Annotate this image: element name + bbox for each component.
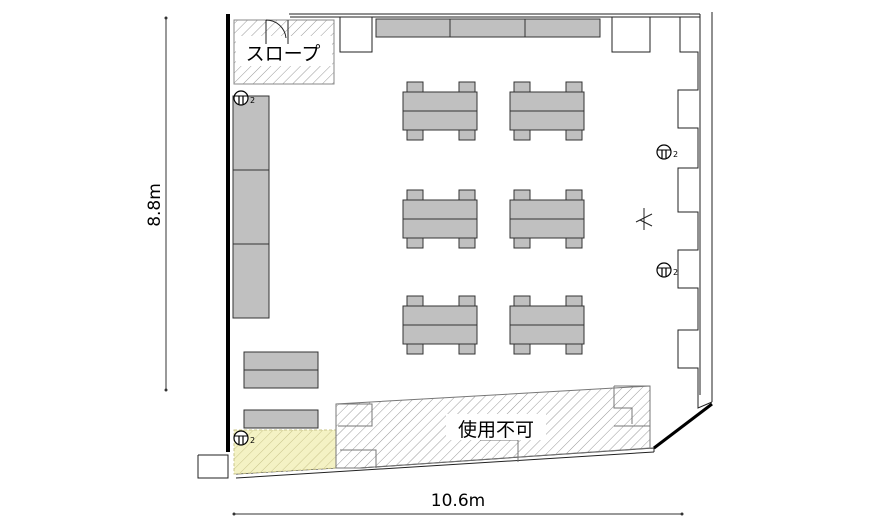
unusable-label: 使用不可 [458, 419, 534, 441]
unusable-area: 使用不可 [335, 385, 651, 469]
table-set [402, 295, 478, 355]
chair [513, 237, 531, 249]
outlet-icon: 2 [656, 262, 678, 278]
chair [565, 81, 583, 93]
side-cabinet [232, 243, 270, 319]
chair [406, 343, 424, 355]
chair [513, 189, 531, 201]
chair [458, 81, 476, 93]
chair [513, 295, 531, 307]
chair [458, 343, 476, 355]
outlet-mark: 2 [250, 96, 255, 105]
side-cabinet [232, 95, 270, 171]
outlet-mark: 2 [673, 150, 678, 159]
chair [458, 189, 476, 201]
lower-table [243, 409, 319, 429]
chair [565, 343, 583, 355]
side-cabinet [232, 169, 270, 245]
chair [513, 129, 531, 141]
height-dimension-label: 8.8m [145, 183, 165, 227]
side-cabinets [232, 95, 270, 319]
slope-label: スロープ [246, 43, 321, 65]
outlet-mark: 2 [250, 436, 255, 445]
width-dimension: 10.6m [232, 491, 684, 516]
outlet-icon: 2 [233, 430, 255, 446]
table-set [402, 189, 478, 249]
outlet-icon: 2 [233, 90, 255, 106]
chair [458, 237, 476, 249]
chair [565, 189, 583, 201]
lower-tables [243, 351, 319, 429]
chair [406, 295, 424, 307]
chair [565, 237, 583, 249]
width-dimension-label: 10.6m [431, 491, 485, 511]
outlet-mark: 2 [673, 268, 678, 277]
table-group [402, 81, 585, 355]
chair [406, 237, 424, 249]
fan-icon [635, 208, 653, 230]
table-set [509, 81, 585, 141]
right-angled-wall [653, 402, 713, 450]
chair [513, 343, 531, 355]
table-set [509, 189, 585, 249]
slope-area: スロープ [233, 19, 335, 85]
chair [406, 81, 424, 93]
table-set [509, 295, 585, 355]
top-cabinets [375, 18, 601, 38]
outlet-icon: 2 [656, 144, 678, 160]
chair [458, 129, 476, 141]
chair [406, 129, 424, 141]
table-set [402, 81, 478, 141]
chair [406, 189, 424, 201]
chair [565, 129, 583, 141]
outlet-group: 2 2 2 2 [233, 90, 678, 446]
height-dimension: 8.8m [145, 16, 168, 392]
chair [565, 295, 583, 307]
room-walls [197, 12, 713, 479]
chair [458, 295, 476, 307]
chair [513, 81, 531, 93]
